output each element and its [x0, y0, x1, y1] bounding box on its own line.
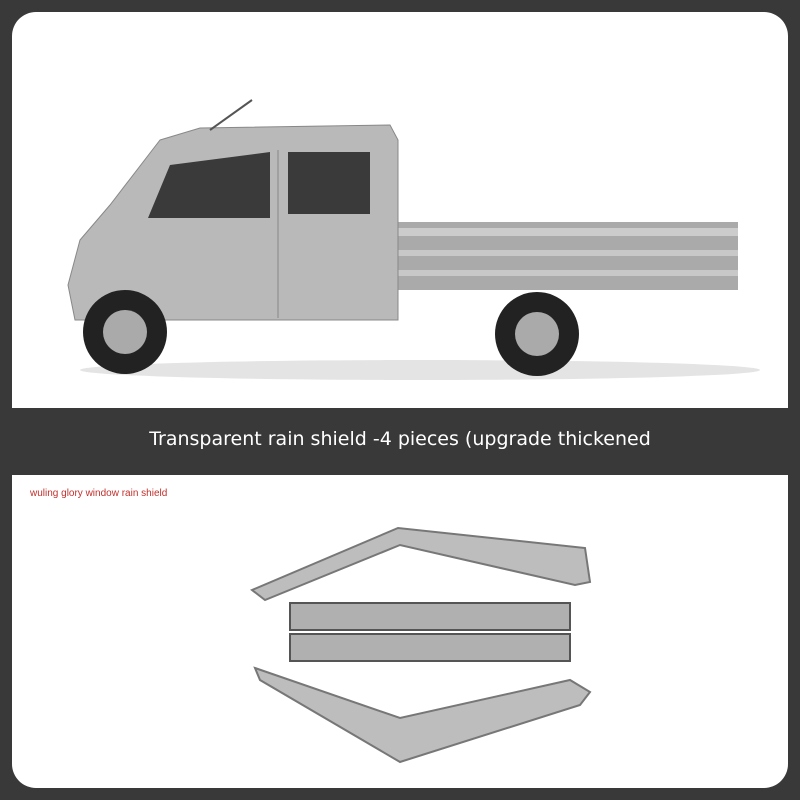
product-banner: Transparent rain shield -4 pieces (upgra… [0, 428, 800, 450]
banner-title: Transparent rain shield -4 pieces (upgra… [149, 428, 651, 450]
product-panel [12, 475, 788, 788]
product-label: wuling glory window rain shield [30, 488, 168, 499]
vehicle-photo-panel [12, 12, 788, 408]
